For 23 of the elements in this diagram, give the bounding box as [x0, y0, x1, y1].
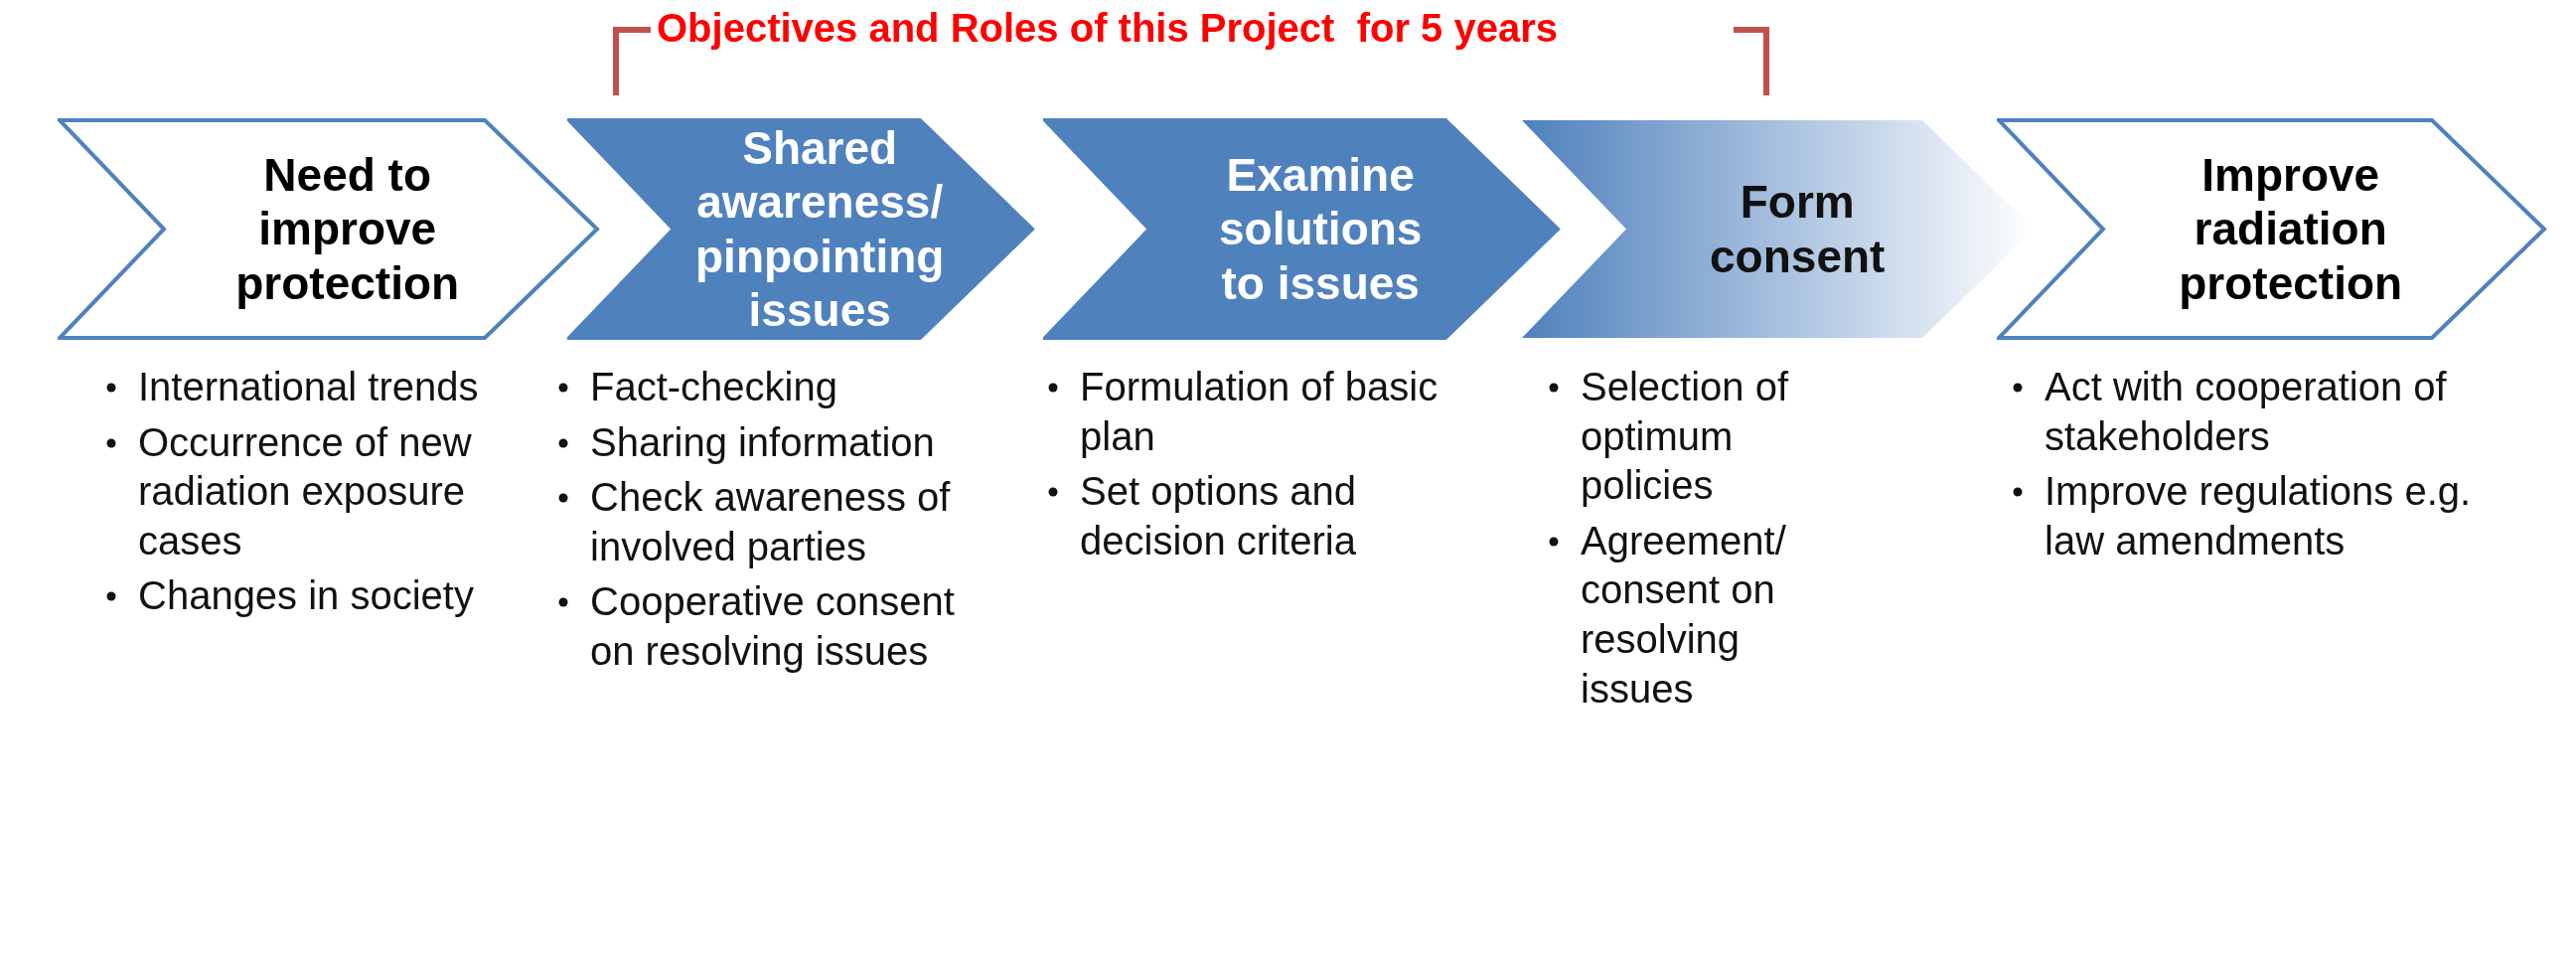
bullet-text: International trends: [138, 365, 479, 408]
step-title: Need to improve protection: [234, 148, 461, 310]
bullet-text: Set options and decision criteria: [1080, 469, 1356, 562]
step-title: Form consent: [1709, 175, 1887, 283]
heading: Objectives and Roles of this Project for 5 years: [657, 6, 1558, 51]
bullet-text: Formulation of basic plan: [1080, 365, 1439, 458]
bullet-text: Selection of optimum policies: [1581, 365, 1789, 508]
bullet-text: Cooperative consent on resolving issues: [590, 579, 955, 673]
bullet-text: Check awareness of involved parties: [590, 475, 951, 568]
bullet-text: Occurrence of new radiation exposure cases: [138, 419, 472, 562]
bullet-text: Agreement/ consent on resolving issues: [1581, 518, 1786, 711]
bullet-text: Sharing information: [590, 419, 935, 464]
step-title: Improve radiation protection: [2178, 148, 2404, 310]
step-title: Shared awareness/ pinpointing issues: [694, 120, 946, 338]
bullet-text: Act with cooperation of stakeholders: [2045, 365, 2447, 458]
bullet-text: Changes in society: [138, 573, 474, 618]
chevron-shape: [1043, 118, 1561, 340]
step-title: Examine solutions to issues: [1217, 148, 1424, 310]
chevron-shape: [567, 118, 1035, 340]
chevron-shape: [58, 118, 600, 340]
bullet-text: Improve regulations e.g. law amendments: [2045, 469, 2472, 562]
bullet-text: Fact-checking: [590, 365, 837, 408]
chevron-shape: [1997, 118, 2547, 340]
